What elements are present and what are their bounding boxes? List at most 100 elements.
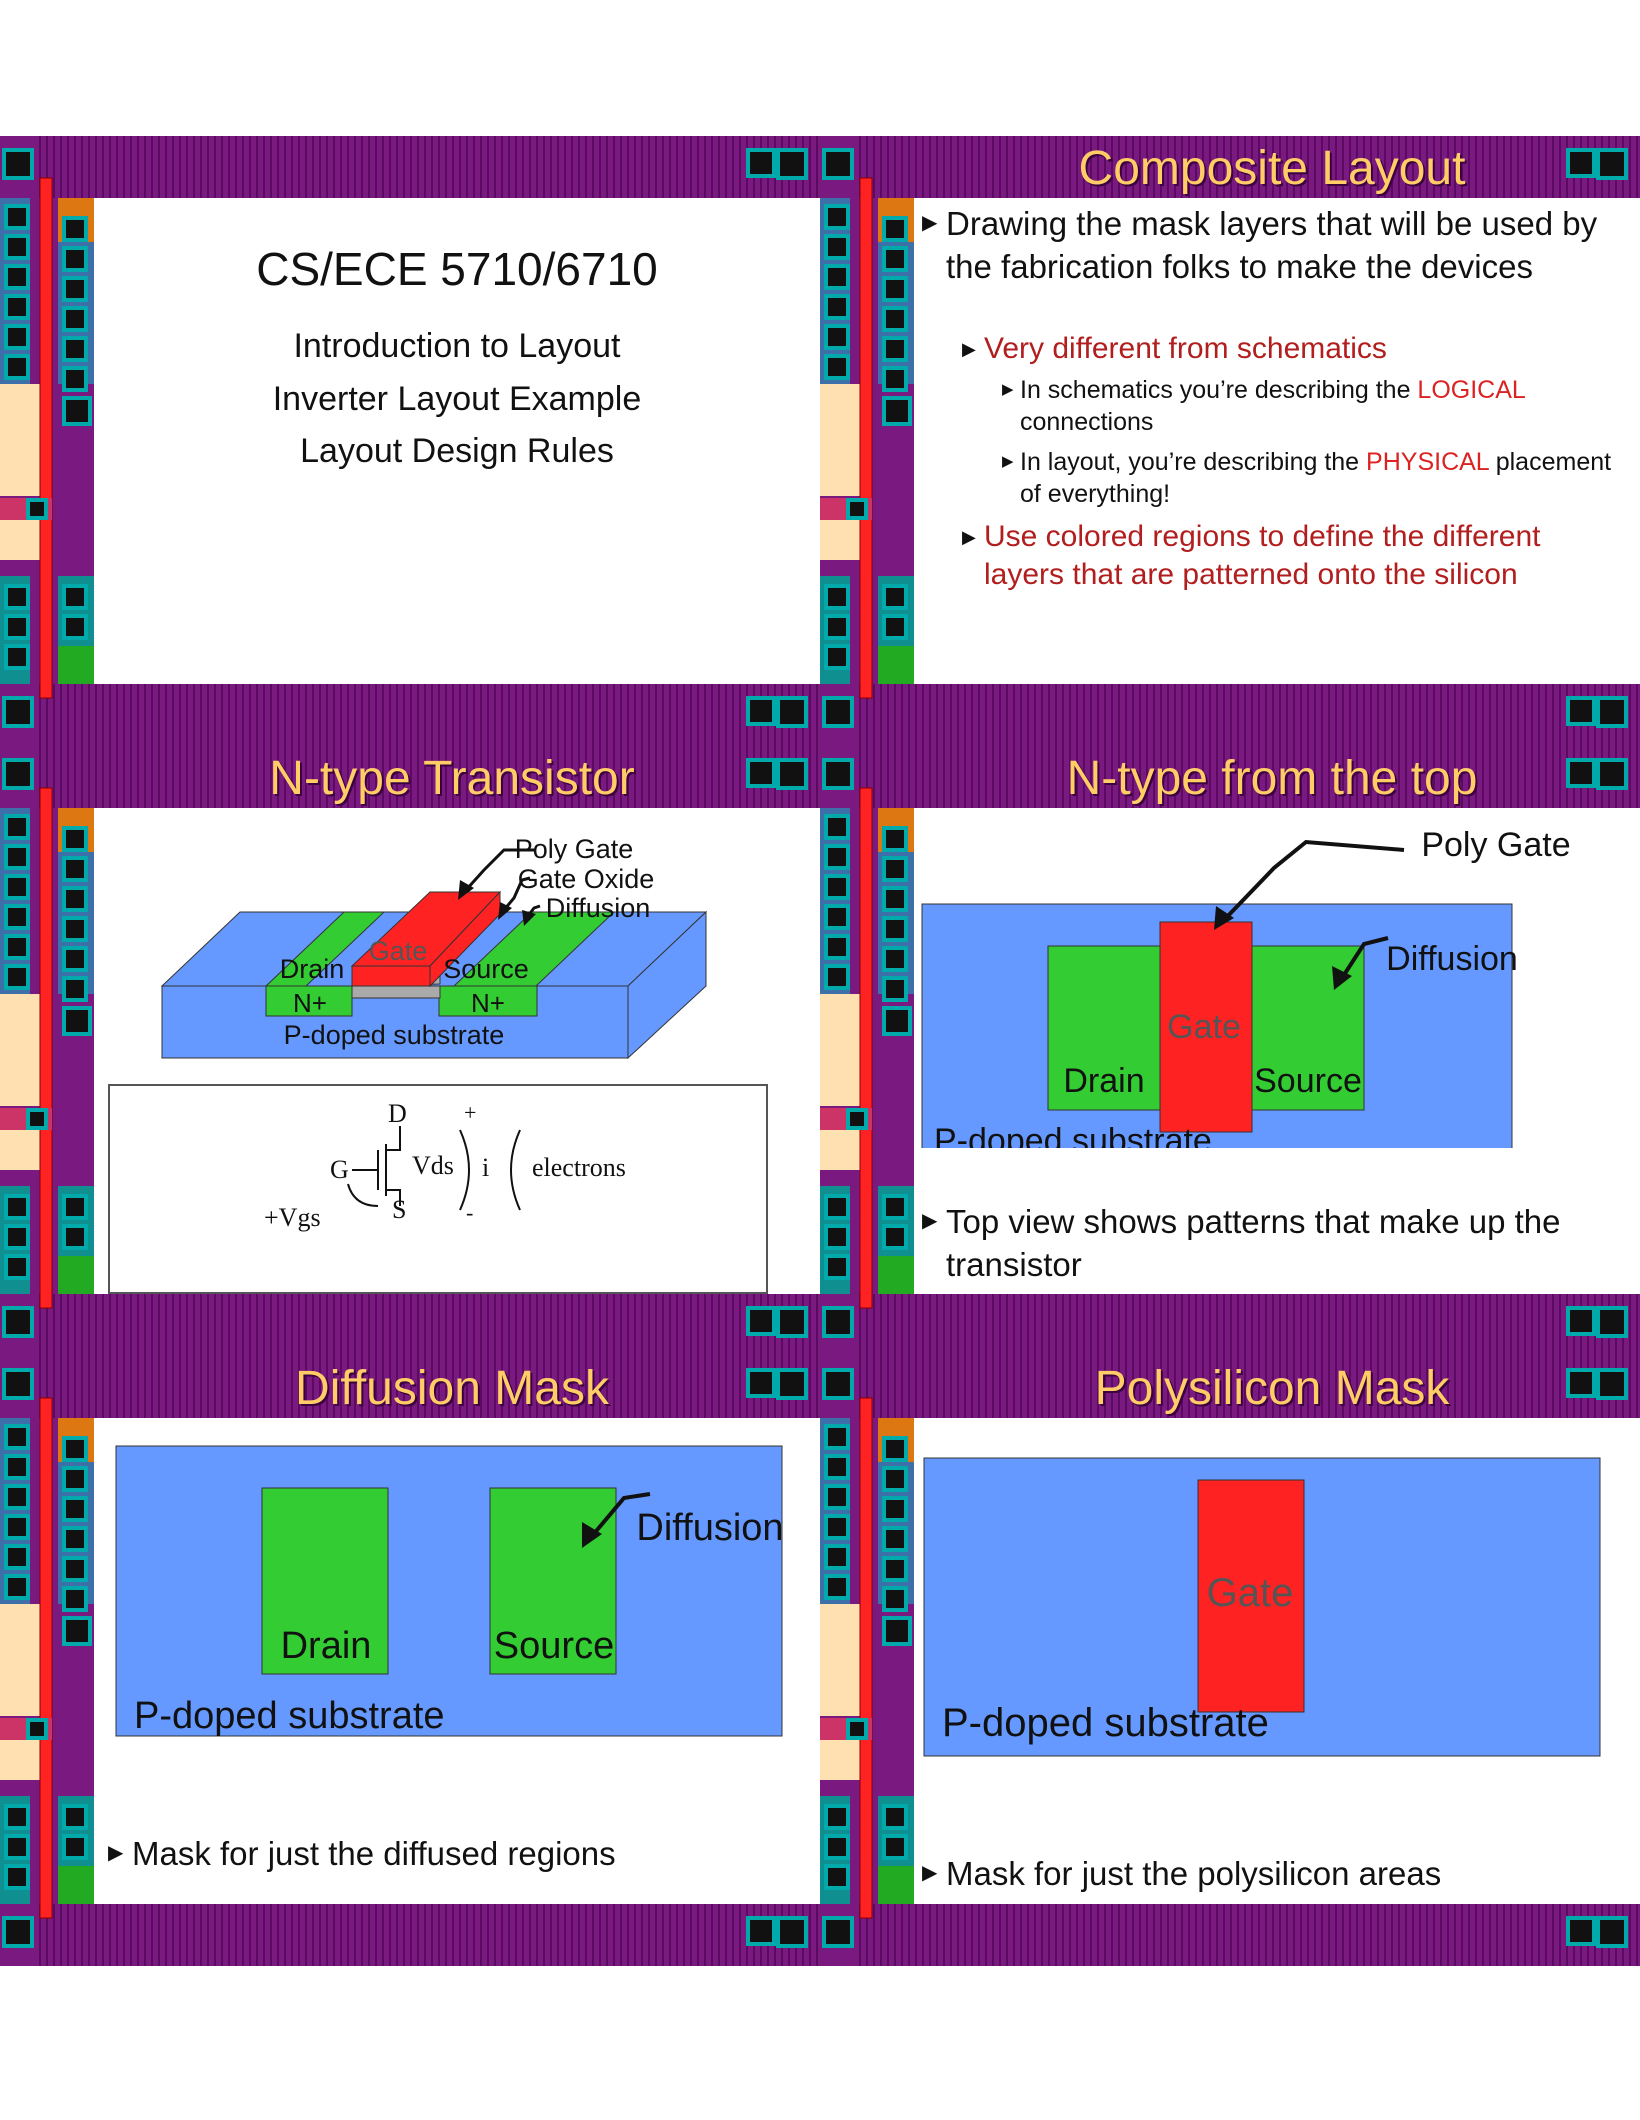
contact-square [822, 1368, 854, 1400]
contact-square [2, 148, 34, 180]
bullet-1: ▶ Mask for just the polysilicon areas [922, 1852, 1636, 1895]
contact-square [4, 264, 30, 290]
label-gate-oxide: Gate Oxide [518, 864, 655, 894]
contact-square [1596, 1368, 1628, 1400]
layer-block-tan [820, 1740, 860, 1780]
contact-square [62, 584, 88, 610]
slide-background [820, 136, 1640, 746]
slide-background [0, 136, 820, 746]
layer-block-green [58, 646, 94, 684]
poly-rail [859, 177, 873, 699]
contact-square [1596, 148, 1628, 180]
contact-square [4, 1864, 30, 1890]
label-substrate: P-doped substrate [134, 1695, 445, 1737]
contact-square [824, 1194, 850, 1220]
slide-title: N-type from the top [1066, 752, 1478, 805]
label-substrate: P-doped substrate [942, 1701, 1269, 1745]
label-d: D [388, 1099, 407, 1128]
electron-arrow [510, 1129, 521, 1211]
gate-oxide-front [351, 985, 441, 999]
layer-block-green [878, 646, 914, 684]
schematic-frame [108, 1084, 768, 1294]
contact-square [882, 306, 908, 332]
contact-square [62, 216, 88, 242]
contact-square [1596, 696, 1628, 728]
contact-square [776, 1916, 808, 1948]
contact-square [62, 826, 88, 852]
contact-square [882, 1224, 908, 1250]
label-diffusion: Diffusion [1386, 940, 1518, 978]
arrow-poly-gate [464, 848, 534, 892]
contact-square [882, 916, 908, 942]
polysilicon-mask-diagram: Gate P-doped substrate [923, 1457, 1601, 1757]
contact-square [4, 1424, 30, 1450]
contact-square [62, 1804, 88, 1830]
contact-square [1566, 696, 1596, 726]
contact-square [882, 1006, 912, 1036]
label-nplus-right: N+ [471, 988, 505, 1018]
vgs-arrow [347, 1183, 379, 1207]
contact-square [62, 946, 88, 972]
contact-square [62, 366, 88, 392]
slide-4: N-type from the top Poly Gate Diffusion … [820, 746, 1640, 1356]
contact-square [2, 696, 34, 728]
arrowhead [582, 1522, 602, 1548]
subtitle-line-1: Introduction to Layout [293, 327, 621, 365]
contact-square [824, 1574, 850, 1600]
slide-title: Composite Layout [1078, 142, 1466, 195]
contact-square [4, 234, 30, 260]
contact-square [776, 758, 808, 790]
slide-title: Polysilicon Mask [1094, 1362, 1450, 1415]
contact-square [26, 498, 48, 520]
label-poly-gate: Poly Gate [515, 834, 634, 864]
contact-square [824, 584, 850, 610]
contact-square [824, 1424, 850, 1450]
label-gate: Gate [369, 936, 428, 966]
slide-content: CS/ECE 5710/6710 Introduction to Layout … [94, 198, 820, 684]
contact-square [882, 1436, 908, 1462]
contact-square [62, 1834, 88, 1860]
sub-bullet-1: ▶ Very different from schematics [962, 330, 1624, 368]
poly-rail [39, 177, 53, 699]
contact-square [822, 148, 854, 180]
contact-square [4, 1804, 30, 1830]
slide-2: Composite Layout ▶ Drawing the mask laye… [820, 136, 1640, 746]
contact-square [4, 1454, 30, 1480]
contact-square [2, 758, 34, 790]
contact-square [4, 814, 30, 840]
arrowhead [1332, 966, 1352, 990]
contact-square [882, 1804, 908, 1830]
contact-square [746, 758, 776, 788]
contact-square [882, 276, 908, 302]
slide-content: Drain Source Diffusion P-doped substrate… [94, 1418, 820, 1904]
contact-square [882, 336, 908, 362]
label-minus: - [466, 1200, 473, 1225]
contact-square [882, 826, 908, 852]
slide-5: Diffusion Mask Drain Source Diffusion P-… [0, 1356, 820, 1966]
contact-square [824, 204, 850, 230]
contact-square [62, 886, 88, 912]
contact-square [882, 1834, 908, 1860]
label-gate: Gate [1167, 1008, 1241, 1046]
contact-square [824, 1454, 850, 1480]
contact-square [4, 1224, 30, 1250]
layer-block-tan [0, 1130, 40, 1170]
contact-square [882, 396, 912, 426]
contact-square [824, 264, 850, 290]
label-poly-gate: Poly Gate [1421, 826, 1570, 864]
label-nplus-left: N+ [293, 988, 327, 1018]
contact-square [824, 1804, 850, 1830]
contact-square [4, 874, 30, 900]
contact-square [746, 1916, 776, 1946]
contact-square [4, 844, 30, 870]
arrow-poly-gate [1222, 839, 1405, 922]
contact-square [62, 976, 88, 1002]
contact-square [1596, 1916, 1628, 1948]
label-vds: Vds [412, 1151, 454, 1180]
label-drain: Drain [280, 954, 345, 984]
contact-square [4, 584, 30, 610]
contact-square [4, 1514, 30, 1540]
contact-square [882, 856, 908, 882]
contact-square [62, 396, 92, 426]
contact-square [846, 498, 868, 520]
